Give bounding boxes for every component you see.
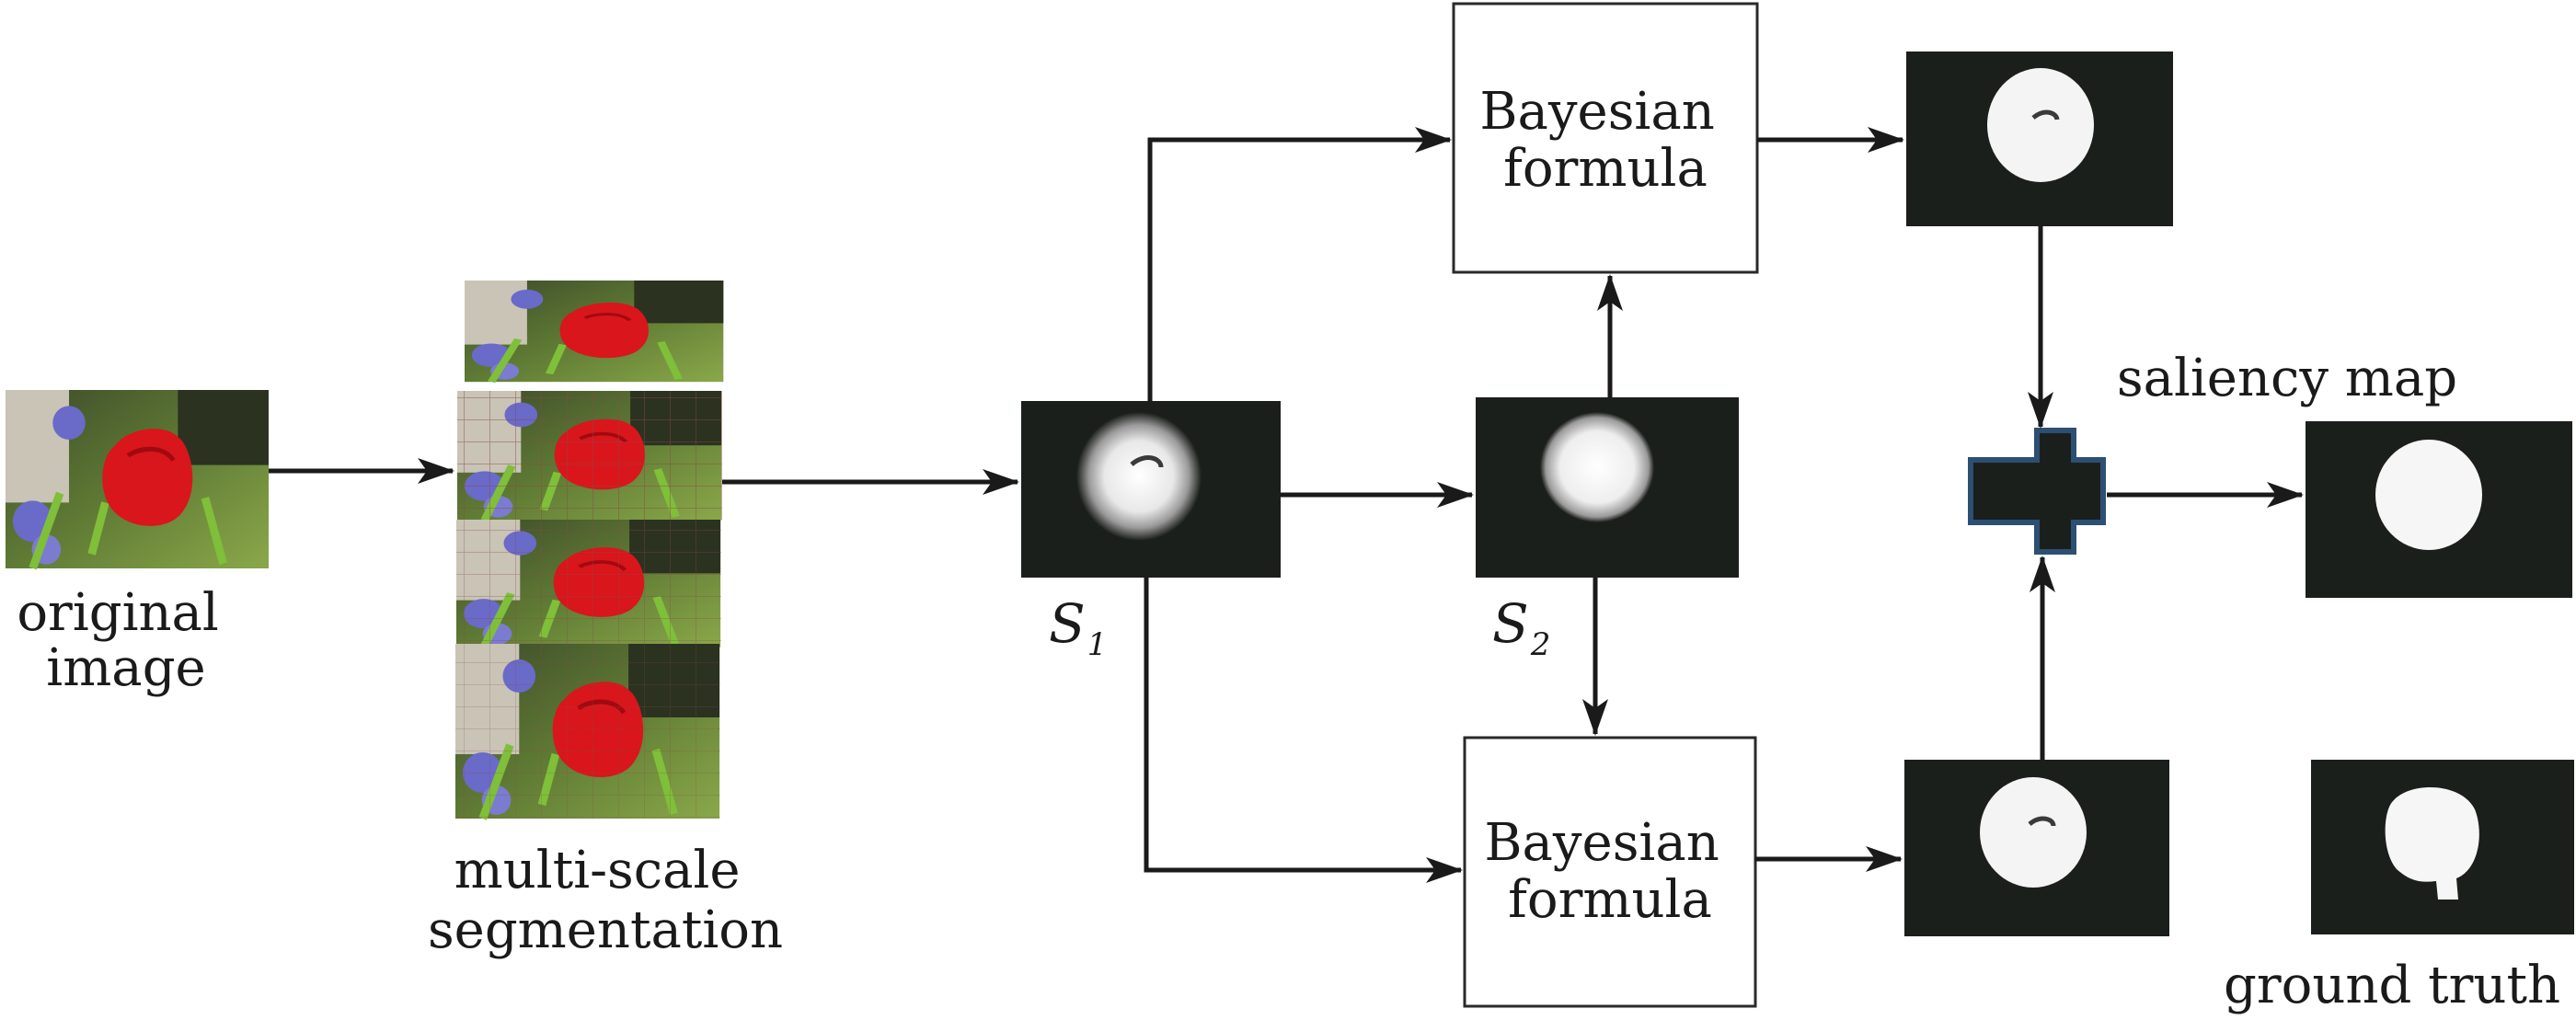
- bayesian-formula-box-bottom: Bayesian formula: [1463, 736, 1757, 1008]
- bayesian-output-map-bottom: [1904, 760, 2169, 936]
- bayesian-output-map-top: [1906, 52, 2173, 226]
- original-image: [6, 390, 269, 568]
- s2-saliency-map: [1476, 397, 1739, 578]
- arrow-s1-to-bayesian-top: [1147, 127, 1452, 401]
- ground-truth-map: [2311, 760, 2574, 934]
- segmentation-scale-1: [465, 281, 723, 382]
- original-image-label: original image: [17, 583, 235, 698]
- bayesian-formula-box-top: Bayesian formula: [1452, 2, 1759, 274]
- multi-scale-segmentation-label: multi-scale segmentation: [428, 841, 783, 960]
- saliency-map-result: [2306, 421, 2572, 598]
- connector-arrows: [269, 127, 2304, 883]
- segmentation-scale-3: [456, 520, 721, 648]
- multi-scale-segmentation-stack: [455, 281, 723, 819]
- fusion-plus-icon: [1968, 428, 2106, 555]
- s1-saliency-map: [1021, 401, 1281, 578]
- saliency-map-label: saliency map: [2117, 349, 2457, 408]
- s1-label: S1: [1049, 592, 1107, 663]
- segmentation-scale-2: [457, 391, 722, 521]
- arrow-s1-to-bayesian-bottom: [1144, 578, 1463, 883]
- s2-label: S2: [1492, 592, 1550, 663]
- ground-truth-label: ground truth: [2224, 956, 2560, 1015]
- svg-text:Bayesian formula: Bayesian formula: [1479, 82, 1731, 199]
- svg-text:Bayesian formula: Bayesian formula: [1484, 813, 1735, 930]
- segmentation-scale-4: [455, 644, 720, 819]
